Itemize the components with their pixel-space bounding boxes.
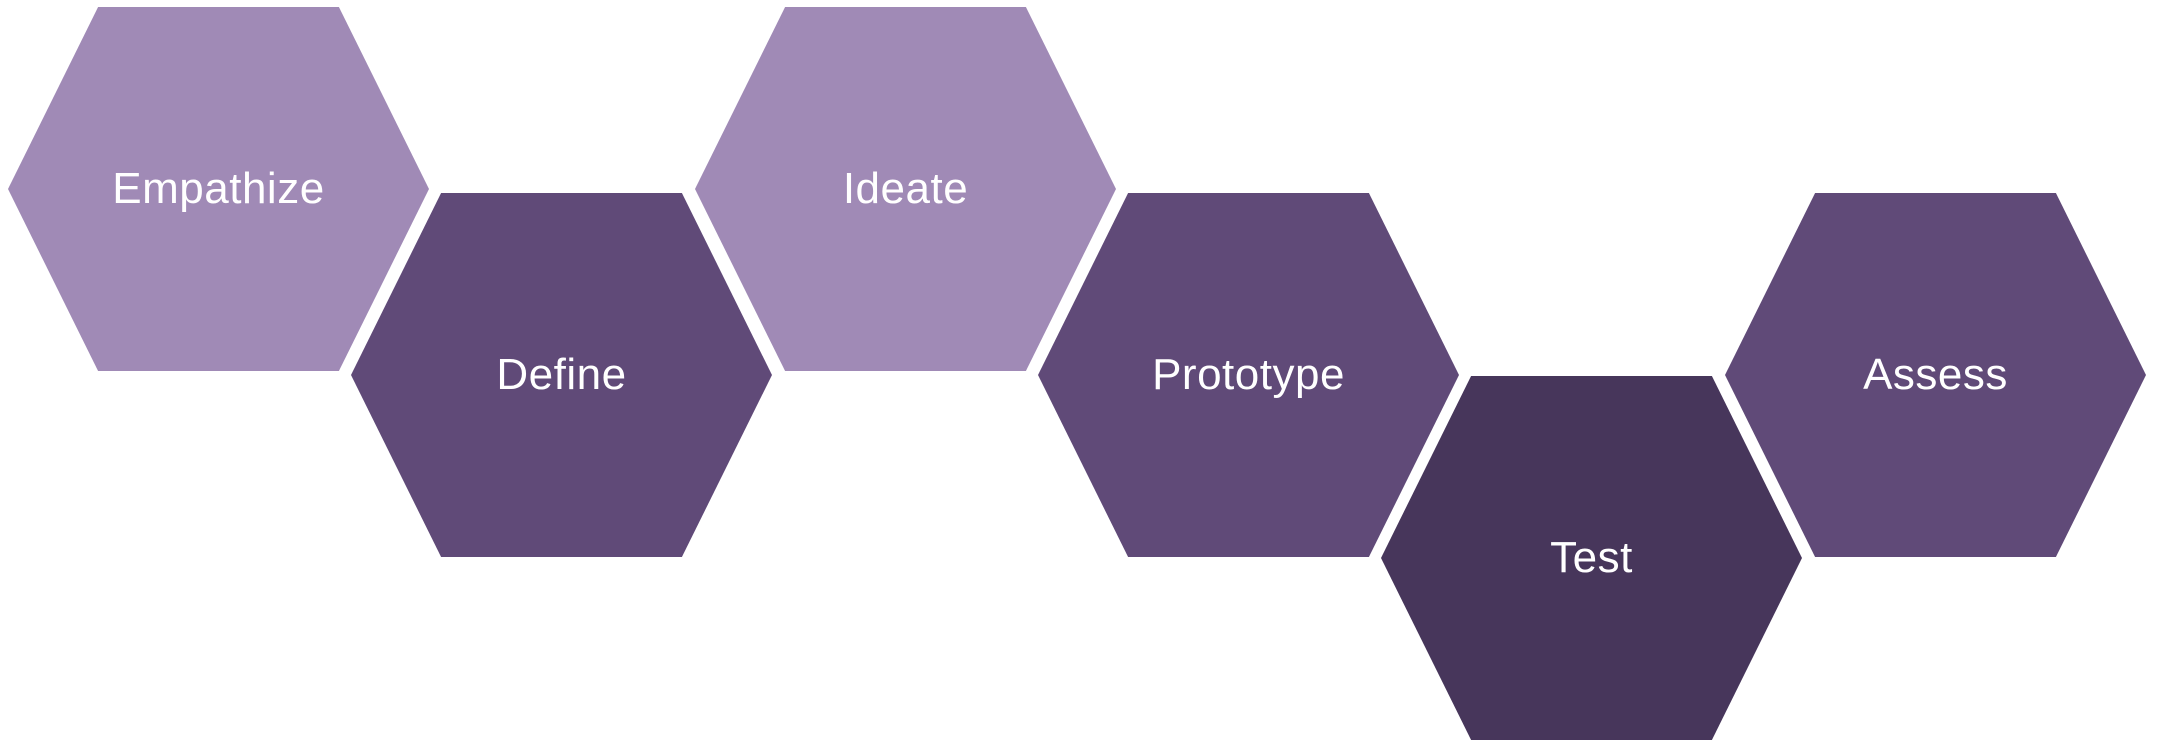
hex-step-define: Define <box>351 193 772 557</box>
hex-step-empathize: Empathize <box>8 7 429 371</box>
hex-step-prototype: Prototype <box>1038 193 1459 557</box>
step-label: Assess <box>1863 350 2008 399</box>
step-label: Define <box>496 350 627 399</box>
step-label: Ideate <box>842 164 969 213</box>
hex-step-assess: Assess <box>1725 193 2146 557</box>
step-label: Prototype <box>1152 350 1345 399</box>
step-label: Test <box>1550 533 1633 582</box>
hex-step-test: Test <box>1381 376 1802 740</box>
hex-step-ideate: Ideate <box>695 7 1116 371</box>
step-label: Empathize <box>112 164 325 213</box>
